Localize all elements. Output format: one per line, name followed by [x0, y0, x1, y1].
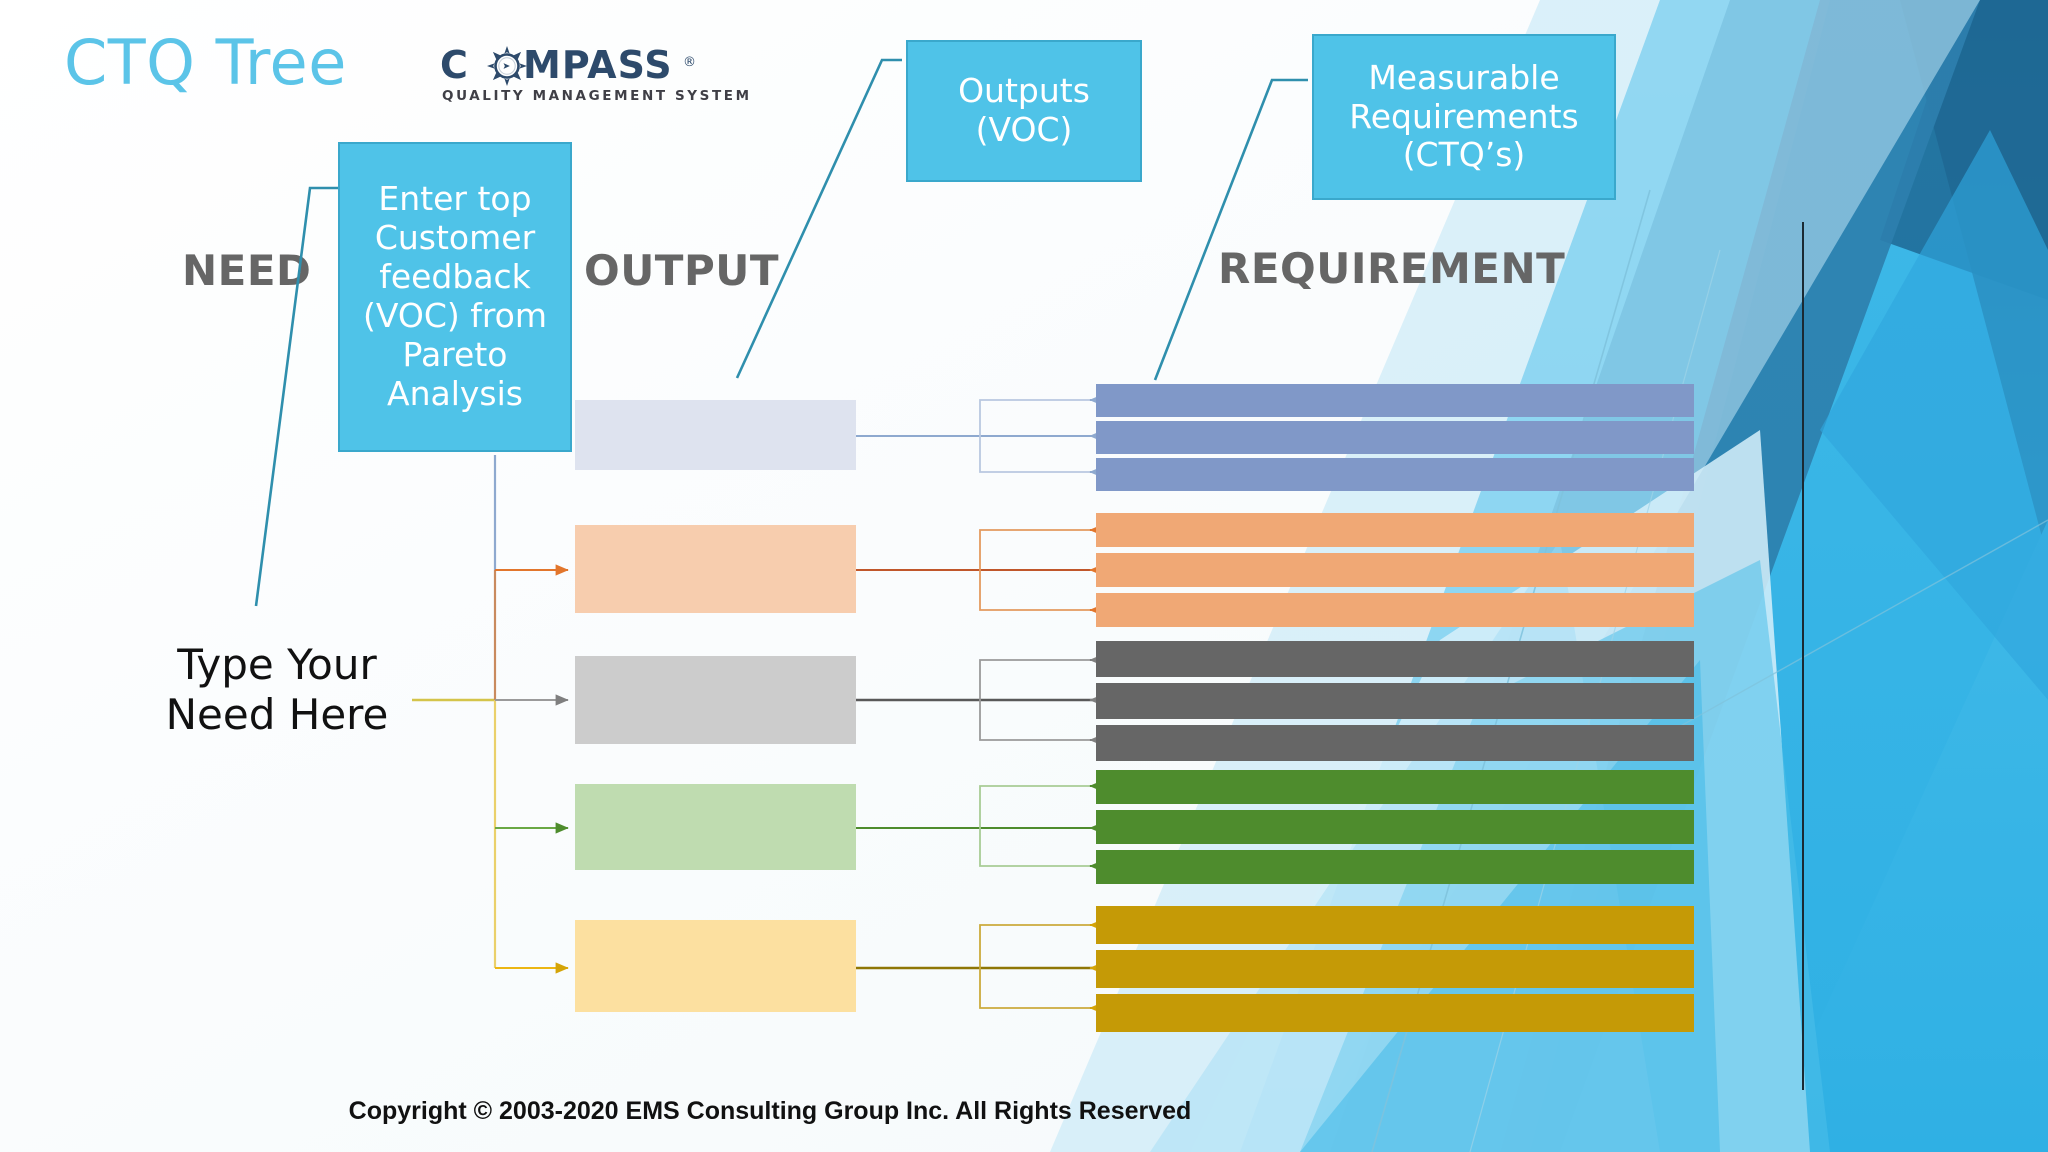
logo-letter-c: C — [440, 43, 469, 87]
registered-mark-icon: ® — [683, 55, 697, 70]
requirement-bar-5b — [1096, 950, 1694, 988]
requirement-bar-1a — [1096, 384, 1694, 417]
leader-line-requirement — [1153, 78, 1308, 381]
column-header-output: OUTPUT — [584, 246, 779, 295]
logo-subtitle: QUALITY MANAGEMENT SYSTEM — [442, 88, 752, 104]
branch-2 — [495, 513, 1694, 627]
requirement-bar-3c — [1096, 725, 1694, 761]
trunk-lines — [412, 455, 497, 968]
logo-letters-rest: MPASS — [523, 43, 673, 87]
output-box-3 — [575, 656, 856, 744]
output-box-4 — [575, 784, 856, 870]
requirement-bar-1c — [1096, 458, 1694, 491]
leader-line-output — [735, 58, 902, 379]
branch-3 — [495, 641, 1694, 761]
column-header-requirement: REQUIREMENT — [1218, 244, 1566, 293]
output-box-5 — [575, 920, 856, 1012]
compass-logo: C MPASS ® QUALITY MANAGEMENT SYSTEM — [440, 44, 752, 110]
output-box-2 — [575, 525, 856, 613]
logo-wordmark: C MPASS ® — [440, 44, 710, 86]
requirement-bar-3b — [1096, 683, 1694, 719]
bracket-1 — [979, 399, 1096, 473]
copyright-footer: Copyright © 2003-2020 EMS Consulting Gro… — [348, 1097, 1192, 1125]
need-placeholder-text[interactable]: Type Your Need Here — [165, 640, 389, 739]
bracket-4 — [979, 785, 1096, 867]
page-title: CTQ Tree — [64, 26, 347, 99]
output-box-1 — [575, 400, 856, 470]
requirement-bar-4c — [1096, 850, 1694, 884]
requirement-bar-2b — [1096, 553, 1694, 587]
callout-output[interactable]: Outputs (VOC) — [906, 40, 1142, 182]
bracket-3 — [979, 659, 1096, 741]
bracket-2 — [979, 529, 1096, 611]
requirement-bar-4a — [1096, 770, 1694, 804]
branch-4 — [495, 770, 1694, 884]
vertical-rule — [1802, 222, 1804, 1090]
callout-requirement[interactable]: Measurable Requirements (CTQ’s) — [1312, 34, 1616, 200]
requirement-bar-2a — [1096, 513, 1694, 547]
requirement-bar-5a — [1096, 906, 1694, 944]
requirement-bar-5c — [1096, 994, 1694, 1032]
requirement-bar-1b — [1096, 421, 1694, 454]
branch-5 — [495, 906, 1694, 1032]
branch-1 — [575, 384, 1694, 491]
column-header-need: NEED — [182, 246, 312, 295]
requirement-bar-3a — [1096, 641, 1694, 677]
bracket-5 — [979, 924, 1096, 1009]
compass-rose-icon — [487, 46, 527, 86]
callout-need[interactable]: Enter top Customer feedback (VOC) from P… — [338, 142, 572, 452]
requirement-bar-2c — [1096, 593, 1694, 627]
requirement-bar-4b — [1096, 810, 1694, 844]
